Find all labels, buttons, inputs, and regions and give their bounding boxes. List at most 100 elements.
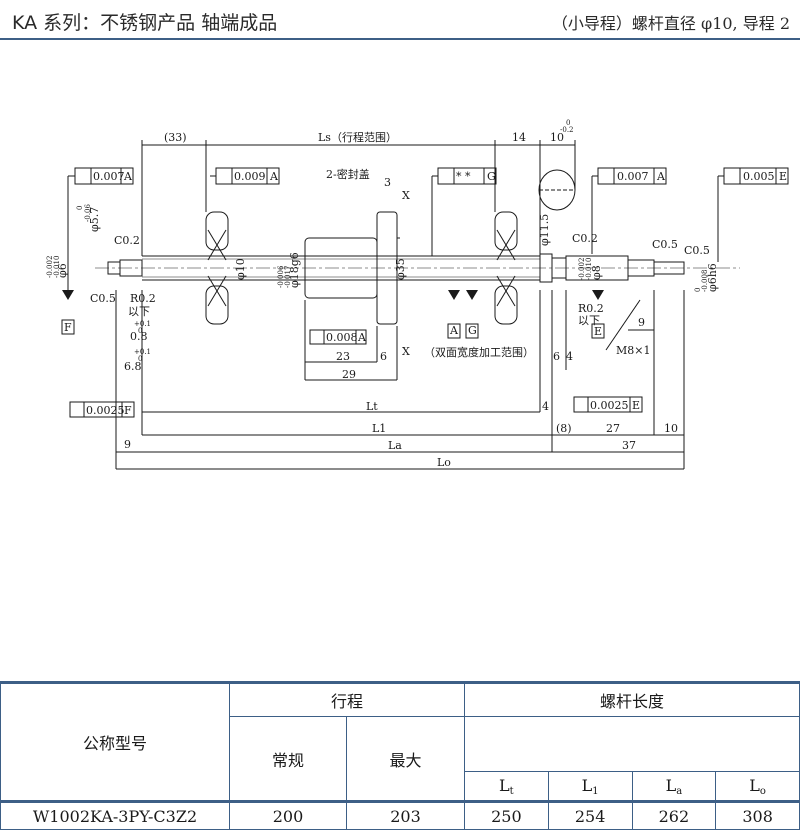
table-row: W1002KA-3PY-C3Z2 200 203 250 254 262 308 bbox=[0, 800, 800, 830]
datum-a-2: A bbox=[269, 170, 279, 183]
phi8-tol: -0.002 bbox=[578, 258, 586, 280]
dim-ls: Ls（行程范围） bbox=[318, 130, 397, 144]
header-la-main: L bbox=[665, 775, 677, 795]
double-face: （双面宽度加工范围） bbox=[424, 345, 534, 359]
tol-009-a: 0.009 bbox=[234, 170, 266, 183]
datum-a-1: A bbox=[123, 170, 133, 183]
cell-lo: 308 bbox=[715, 800, 800, 830]
below-left: 以下 bbox=[128, 305, 150, 318]
cell-l1: 254 bbox=[547, 800, 633, 830]
phi57-tol-upper: 0 bbox=[76, 206, 84, 210]
dim-4-lt: 4 bbox=[542, 400, 549, 413]
header-model: 公称型号 bbox=[0, 681, 230, 802]
dim-37: 37 bbox=[622, 439, 636, 452]
c05-right-2: C0.5 bbox=[684, 244, 710, 257]
dim-8: (8) bbox=[556, 422, 572, 435]
phi6-tol: -0.002 bbox=[46, 256, 54, 278]
dim-10-right: 10 bbox=[664, 422, 678, 435]
below-right: 以下 bbox=[578, 314, 600, 327]
phi6-tol2: -0.010 bbox=[53, 256, 61, 278]
section-x1: X bbox=[402, 189, 410, 202]
header-lo: Lo bbox=[715, 771, 800, 802]
seal-label: 2-密封盖 bbox=[326, 167, 370, 181]
dim-23: 23 bbox=[336, 350, 350, 363]
section-x2: X bbox=[402, 345, 410, 358]
dim-3: 3 bbox=[384, 176, 391, 189]
tol-008-a: 0.008 bbox=[326, 331, 358, 344]
page-subtitle: （小导程）螺杆直径 φ10, 导程 2 bbox=[551, 14, 790, 33]
cell-max: 203 bbox=[346, 800, 465, 830]
tol-top-upper: 0 bbox=[566, 119, 570, 127]
phi8-tol2: -0.010 bbox=[585, 258, 593, 280]
page-title: KA 系列：不锈钢产品 轴端成品 bbox=[12, 12, 278, 34]
dim-33: (33) bbox=[164, 131, 187, 144]
phi35: φ35 bbox=[394, 258, 407, 280]
dim-6-right: 6 bbox=[553, 350, 560, 363]
tol-0025-e: 0.0025 bbox=[590, 399, 629, 412]
datum-e-1: E bbox=[779, 170, 787, 183]
phi18: φ18g6 bbox=[288, 252, 301, 288]
dim-08-tol2: 0 bbox=[138, 327, 142, 335]
header-l1-main: L bbox=[581, 775, 593, 795]
phi115: φ11.5 bbox=[538, 214, 551, 246]
phi18-tol: -0.006 bbox=[277, 265, 285, 288]
r02-left: R0.2 bbox=[130, 292, 156, 305]
header-l1-sub: 1 bbox=[592, 785, 599, 797]
phi8: φ8 bbox=[590, 265, 603, 280]
c05-right-1: C0.5 bbox=[652, 238, 678, 251]
dim-68-tol: +0.1 bbox=[134, 348, 151, 356]
header-divider bbox=[0, 38, 800, 40]
dim-4-right: 4 bbox=[566, 350, 573, 363]
tol-007-a-right: 0.007 bbox=[617, 170, 649, 183]
spec-table: 公称型号 行程 螺杆长度 常规 最大 Lt L1 La Lo W1002KA-3… bbox=[0, 681, 800, 830]
tol-005-e: 0.005 bbox=[743, 170, 775, 183]
dim-27: 27 bbox=[606, 422, 620, 435]
tol-star: * * bbox=[456, 170, 471, 183]
datum-g-2: G bbox=[468, 324, 477, 337]
c02-left: C0.2 bbox=[114, 234, 140, 247]
cell-lt: 250 bbox=[464, 800, 549, 830]
tol-top-lower: -0.2 bbox=[560, 126, 574, 134]
phi66: φ6h6 bbox=[706, 263, 719, 292]
header-stroke-normal: 常规 bbox=[229, 716, 347, 802]
header-lt-main: L bbox=[499, 775, 510, 795]
dim-lo: Lo bbox=[437, 456, 451, 469]
header-la: La bbox=[631, 771, 717, 802]
header-stroke-max: 最大 bbox=[346, 716, 465, 802]
c05-left: C0.5 bbox=[90, 292, 116, 305]
phi18-tol2: -0.017 bbox=[284, 266, 292, 288]
phi10: φ10 bbox=[234, 258, 247, 280]
c02-right: C0.2 bbox=[572, 232, 598, 245]
dim-9-right: 9 bbox=[638, 316, 645, 329]
dim-l1: L1 bbox=[372, 422, 386, 435]
datum-g-1: G bbox=[487, 170, 496, 183]
header-lt-sub: t bbox=[509, 785, 514, 797]
ball-screw-drawing: (33) Ls（行程范围） 14 10 0 -0.2 0.007 A 0.009… bbox=[46, 119, 789, 470]
dim-la: La bbox=[388, 439, 402, 452]
dim-6: 6 bbox=[380, 350, 387, 363]
phi66-tol2: -0.008 bbox=[701, 270, 709, 292]
cell-la: 262 bbox=[631, 800, 717, 830]
cell-normal: 200 bbox=[229, 800, 347, 830]
dim-68-tol2: 0 bbox=[138, 355, 142, 363]
tol-007-a-left: 0.007 bbox=[93, 170, 125, 183]
datum-e-2: E bbox=[594, 325, 602, 338]
datum-a-5: A bbox=[449, 324, 459, 337]
dim-lt: Lt bbox=[366, 400, 378, 413]
dim-29: 29 bbox=[342, 368, 356, 381]
header-lo-sub: o bbox=[759, 785, 766, 797]
technical-drawing: (33) Ls（行程范围） 14 10 0 -0.2 0.007 A 0.009… bbox=[0, 40, 800, 680]
datum-a-4: A bbox=[357, 331, 367, 344]
header-stroke: 行程 bbox=[229, 681, 465, 717]
datum-f-1: F bbox=[64, 321, 72, 334]
phi6: φ6 bbox=[56, 263, 69, 278]
phi57-tol-lower: -0.06 bbox=[84, 204, 92, 222]
dim-10-top: 10 bbox=[550, 131, 564, 144]
datum-e-3: E bbox=[632, 399, 640, 412]
header-length: 螺杆长度 bbox=[464, 681, 800, 717]
dim-14: 14 bbox=[512, 131, 526, 144]
dim-9-left: 9 bbox=[124, 438, 131, 451]
phi66-tol: 0 bbox=[694, 288, 702, 292]
tol-0025-f: 0.0025 bbox=[86, 404, 125, 417]
header-lt: Lt bbox=[464, 771, 549, 802]
